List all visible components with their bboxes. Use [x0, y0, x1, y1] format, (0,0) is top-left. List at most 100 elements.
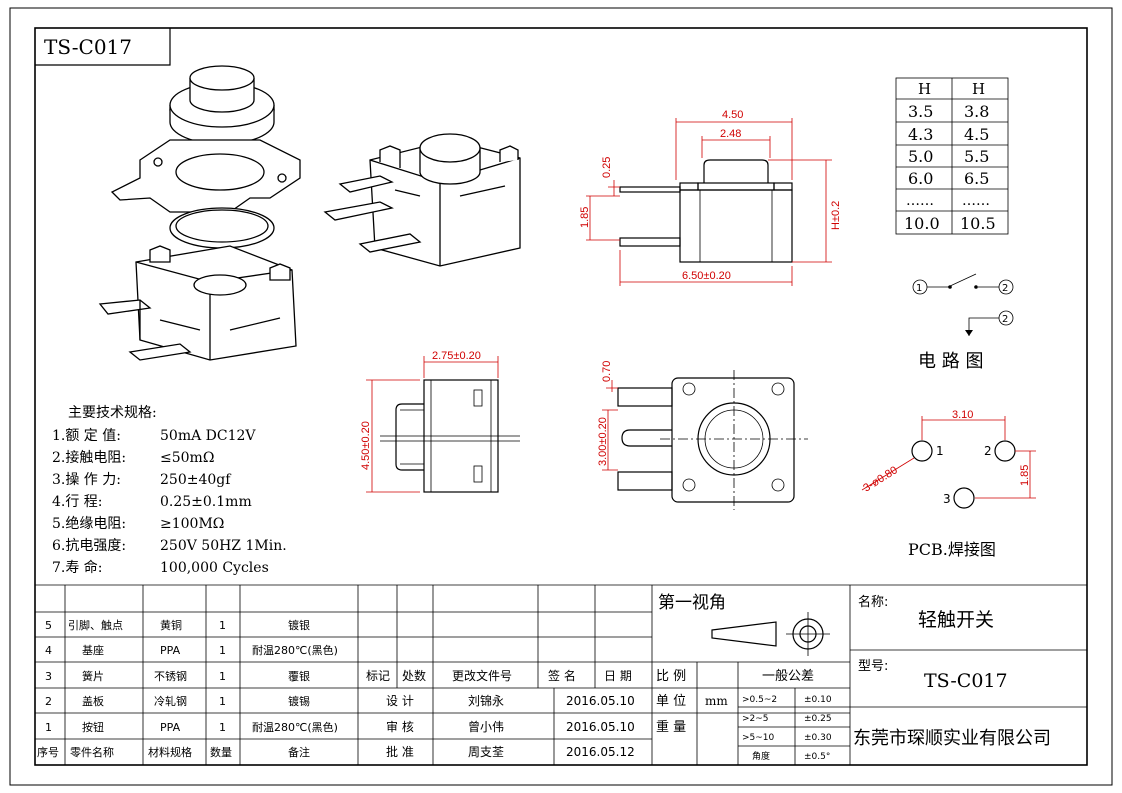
side-view: 2.75±0.20 4.50±0.20 — [360, 350, 520, 493]
part-material: 冷轧钢 — [154, 694, 187, 708]
part-qty: 1 — [219, 695, 226, 708]
part-no: 5 — [45, 619, 52, 632]
part-note: 耐温280℃(黑色) — [252, 643, 338, 657]
part-name: 盖板 — [82, 694, 104, 708]
part-note: 镀锡 — [288, 694, 310, 708]
dim-pin-height: 1.85 — [579, 207, 591, 228]
h-table-cell: 3.8 — [964, 102, 989, 121]
pcb-pad-2: 2 — [984, 444, 992, 458]
circuit-node-3: 2 — [1002, 314, 1008, 325]
dim-front-pitch: 3.00±0.20 — [597, 417, 609, 466]
outer-frame — [9, 7, 1113, 786]
tolerance-title: 一般公差 — [762, 668, 814, 684]
model-value: TS-C017 — [924, 670, 1008, 692]
h-table-cell: 5.5 — [964, 147, 989, 166]
inner-frame — [34, 27, 1088, 766]
exploded-view — [98, 65, 301, 361]
spec-label: 6.抗电强度: — [52, 538, 126, 554]
h-table-cell: 3.5 — [908, 102, 933, 121]
signoff-role: 批 准 — [386, 744, 414, 759]
part-qty: 1 — [219, 619, 226, 632]
part-no: 4 — [45, 644, 52, 657]
specs: 主要技术规格: 1.额 定 值: 50mA DC12V 2.接触电阻: ≤50m… — [52, 405, 287, 576]
dim-height: H±0.2 — [830, 201, 842, 230]
parts-header: 序号 — [37, 745, 59, 759]
part-material: PPA — [160, 721, 181, 734]
spec-value: 250±40gf — [160, 472, 232, 488]
tolerance-value: ±0.30 — [804, 733, 832, 743]
unit-label: 单 位 — [656, 694, 686, 709]
part-material: PPA — [160, 644, 181, 657]
dim-pcb-hole: 3-ø0.80 — [861, 464, 900, 494]
spec-label: 2.接触电阻: — [52, 449, 126, 466]
parts-header: 数量 — [210, 746, 232, 759]
spec-label: 3.操 作 力: — [52, 472, 121, 488]
circuit-diagram: 1 2 2 电 路 图 — [912, 273, 1014, 372]
title-box: TS-C017 — [35, 28, 171, 66]
dim-pcb-pitch: 3.10 — [952, 409, 973, 421]
tolerance-range: >2~5 — [742, 714, 769, 724]
pcb-layout: 1 2 3 3.10 1.85 3-ø0.80 PCB.焊接图 — [861, 409, 1036, 559]
h-table-cell: …… — [906, 193, 934, 209]
h-table-cell: …… — [962, 193, 990, 209]
dim-pcb-vert: 1.85 — [1019, 465, 1031, 486]
circuit-node-1: 1 — [916, 283, 922, 294]
part-no: 2 — [45, 695, 52, 708]
weight-label: 重 量 — [656, 719, 686, 735]
spec-value: ≤50mΩ — [160, 450, 214, 466]
h-table-cell: 4.5 — [964, 125, 989, 144]
unit-value: mm — [705, 694, 728, 708]
dim-side-width: 2.75±0.20 — [432, 350, 481, 362]
h-table-cell: 10.5 — [960, 214, 996, 233]
h-table-header-2: H — [972, 80, 985, 98]
part-note: 镀银 — [288, 618, 310, 632]
pcb-pad-3: 3 — [943, 492, 951, 506]
spec-value: 100,000 Cycles — [160, 560, 269, 576]
signoff-date: 2016.05.10 — [566, 720, 635, 734]
spec-label: 7.寿 命: — [52, 559, 103, 576]
part-note: 覆银 — [288, 669, 310, 683]
tolerance-value: ±0.25 — [804, 714, 832, 724]
assembled-view — [323, 133, 521, 267]
dim-top-width: 4.50 — [722, 109, 743, 121]
h-table-cell: 6.5 — [964, 169, 989, 188]
spec-label: 1.额 定 值: — [52, 428, 121, 444]
dim-base-width: 6.50±0.20 — [682, 270, 731, 282]
part-no: 1 — [45, 721, 52, 734]
h-table-header-1: H — [918, 80, 931, 98]
revision-header: 标记 — [366, 669, 390, 683]
spec-value: 50mA DC12V — [160, 428, 256, 444]
revision-header: 日 期 — [604, 669, 632, 683]
h-table: H H 3.5 3.8 4.3 4.5 5.0 5.5 6.0 6.5 …… …… — [895, 77, 1009, 235]
spec-value: 0.25±0.1mm — [160, 494, 252, 510]
part-qty: 1 — [219, 721, 226, 734]
part-no: 3 — [45, 670, 52, 683]
part-material: 黄铜 — [160, 618, 182, 632]
circuit-title: 电 路 图 — [918, 351, 983, 372]
projection-label: 第一视角 — [658, 593, 726, 613]
h-table-cell: 6.0 — [908, 169, 933, 188]
spec-label: 4.行 程: — [52, 494, 103, 510]
name-value: 轻触开关 — [918, 609, 994, 631]
parts-header: 材料规格 — [148, 745, 192, 759]
part-name: 按钮 — [82, 720, 104, 734]
dim-front-pin: 0.70 — [601, 361, 613, 382]
dim-stroke: 0.25 — [601, 157, 613, 178]
pcb-title: PCB.焊接图 — [908, 540, 996, 559]
signoff-date: 2016.05.10 — [566, 694, 635, 708]
signoff-date: 2016.05.12 — [566, 745, 635, 759]
specs-heading: 主要技术规格: — [68, 405, 157, 421]
tolerance-value: ±0.5° — [804, 752, 830, 762]
part-note: 耐温280℃(黑色) — [252, 720, 338, 734]
signoff-role: 审 核 — [386, 719, 414, 734]
part-name: 引脚、触点 — [68, 618, 123, 632]
tolerance-range: >0.5~2 — [742, 695, 777, 705]
projection-symbol — [711, 612, 830, 656]
tolerance-value: ±0.10 — [804, 695, 832, 705]
pcb-pad-1: 1 — [936, 444, 944, 458]
h-table-cell: 10.0 — [904, 214, 940, 233]
part-name: 基座 — [82, 643, 104, 657]
tolerance-range: 角度 — [752, 750, 770, 762]
scale-label: 比 例 — [656, 669, 686, 684]
